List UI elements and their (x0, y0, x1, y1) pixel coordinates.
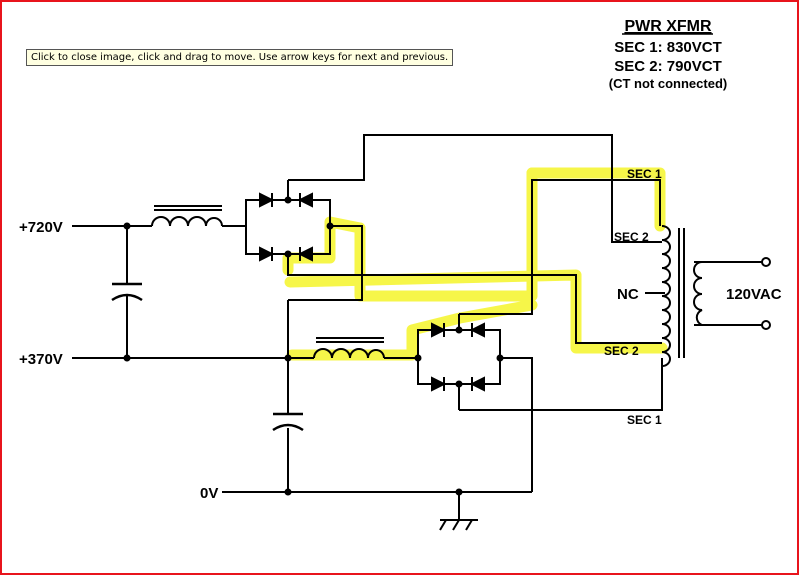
title-sec1: SEC 1: 830VCT (614, 39, 722, 56)
label-sec2-bottom: SEC 2 (604, 344, 639, 358)
net-labels: +720V +370V 0V NC 120VAC SEC 1 SEC 2 SEC… (19, 167, 782, 502)
label-sec1-top: SEC 1 (627, 167, 662, 181)
diode-top-3 (259, 246, 275, 262)
dot-top-bridge-a (284, 196, 292, 204)
primary-winding (693, 261, 703, 326)
capacitor-370 (272, 412, 304, 432)
diode-bot-2 (469, 322, 485, 338)
diodes-bottom-bridge (431, 322, 485, 392)
dot-720-cap (123, 222, 131, 230)
ac-terminals (761, 257, 771, 330)
viewer-tooltip: Click to close image, click and drag to … (26, 49, 454, 66)
label-0v: 0V (200, 485, 218, 502)
dot-370-choke (284, 354, 292, 362)
dot-370-cap (123, 354, 131, 362)
label-sec2-top: SEC 2 (614, 230, 649, 244)
top-bridge-outline (245, 199, 331, 255)
diode-bot-3 (431, 376, 447, 392)
ac-terminal-top (761, 257, 771, 267)
title-block: PWR XFMR SEC 1: 830VCT SEC 2: 790VCT (CT… (609, 18, 727, 91)
diodes-top-bridge (259, 192, 313, 262)
label-nc: NC (617, 286, 639, 303)
ground-symbol (439, 519, 478, 531)
bottom-bridge-to-0v (500, 357, 533, 492)
dot-bottom-bridge-d (496, 354, 504, 362)
dot-bottom-bridge-a (455, 326, 463, 334)
diode-top-4 (297, 246, 313, 262)
dot-bottom-bridge-b (455, 380, 463, 388)
title-sec2: SEC 2: 790VCT (614, 58, 722, 75)
diode-bot-1 (431, 322, 447, 338)
choke-720 (151, 205, 223, 227)
label-370v: +370V (19, 351, 63, 368)
label-120vac: 120VAC (726, 286, 782, 303)
top-bridge-center-to-sec2 (287, 254, 662, 344)
ac-terminal-bottom (761, 320, 771, 330)
top-bridge-to-sec1 (288, 134, 662, 243)
dot-0v-a (284, 488, 292, 496)
bottom-bridge-outline (417, 329, 501, 385)
top-bridge-right (288, 225, 363, 301)
transformer (661, 225, 703, 367)
title-note: (CT not connected) (609, 76, 727, 91)
dot-top-bridge-c (326, 222, 334, 230)
title-heading: PWR XFMR (624, 18, 712, 35)
dot-0v-b (455, 488, 463, 496)
diode-top-2 (297, 192, 313, 208)
dot-top-bridge-b (284, 250, 292, 258)
dot-bottom-bridge-c (414, 354, 422, 362)
bottom-bridge-to-sec1 (459, 179, 661, 315)
bottom-bridge-bottom (459, 358, 663, 411)
diode-top-1 (259, 192, 275, 208)
highlight-sec1-bridge (282, 216, 366, 276)
junction-dots (123, 196, 504, 496)
capacitor-720 (111, 282, 143, 302)
label-720v: +720V (19, 219, 63, 236)
diode-bot-4 (469, 376, 485, 392)
label-sec1-bottom: SEC 1 (627, 413, 662, 427)
secondary-winding (661, 225, 671, 367)
choke-370 (313, 337, 385, 359)
